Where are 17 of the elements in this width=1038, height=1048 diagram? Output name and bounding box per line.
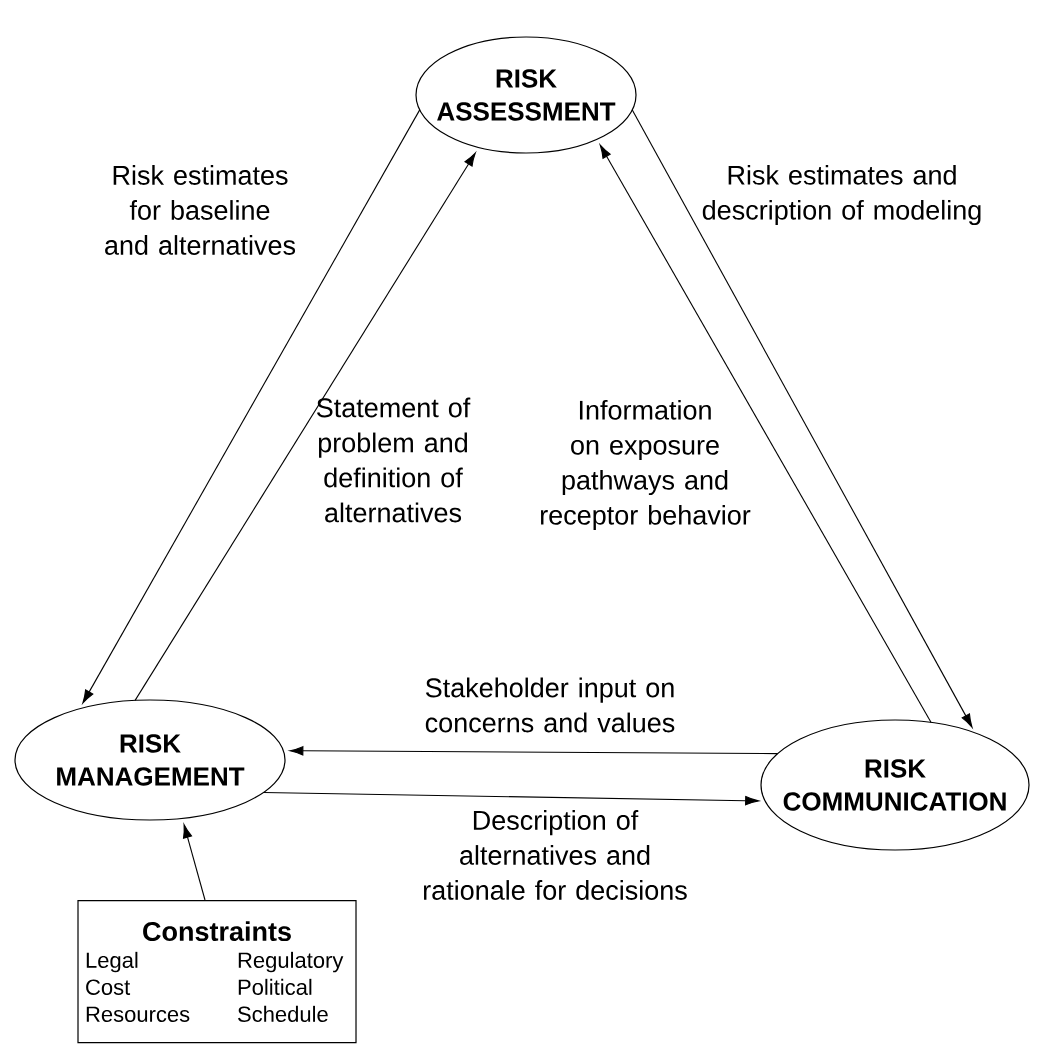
edge-label: Risk estimates for baseline and alternatives: [105, 165, 296, 255]
ellipse-node: RISK ASSESSMENT: [415, 36, 637, 154]
edge-label: Information on exposure pathways and receptor behavior: [541, 399, 751, 531]
constraints-box: Constraints Legal Regulatory Cost Political Resources Schedule: [77, 900, 357, 1044]
arrow: [289, 746, 779, 756]
arrow: [82, 109, 421, 704]
ellipse-node: RISK COMMUNICATION: [760, 719, 1030, 851]
arrow: [183, 824, 206, 901]
arrow: [262, 791, 759, 806]
arrow: [631, 109, 973, 728]
edge-label: Statement of problem and definition of alternatives: [316, 397, 471, 523]
arrow: [599, 144, 932, 723]
edge-label: Risk estimates and description of modeling: [702, 164, 981, 226]
arrow: [134, 152, 476, 701]
ellipse-node: RISK MANAGEMENT: [14, 699, 286, 821]
edge-label: Description of alternatives and rationale for decisions: [423, 810, 687, 900]
edge-label: Stakeholder input on concerns and values: [425, 677, 675, 733]
